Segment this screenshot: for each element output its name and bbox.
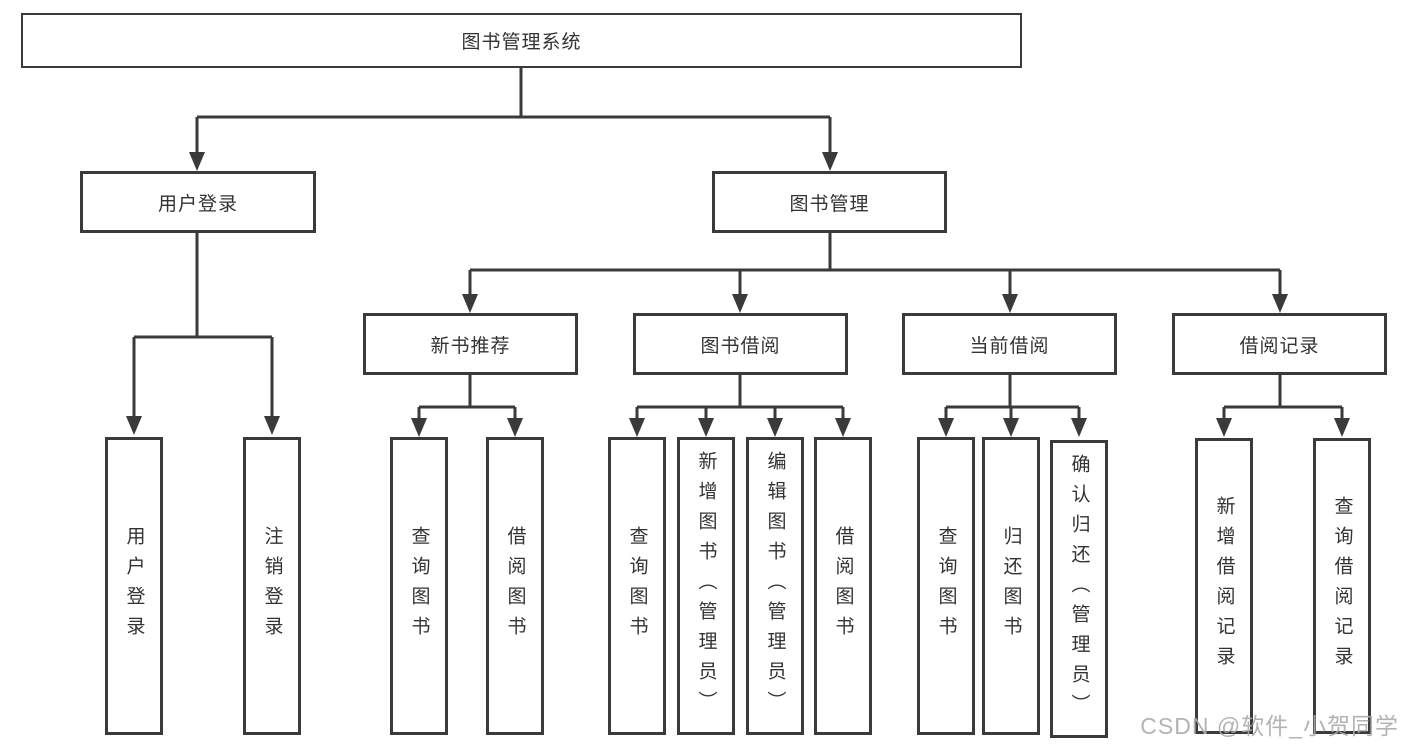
node-label: 新增借阅记录 — [1213, 496, 1235, 676]
arrow-down-icon — [1003, 418, 1019, 437]
node-label: 用户登录 — [123, 526, 145, 646]
node-label: 查询借阅记录 — [1331, 496, 1353, 676]
arrow-down-icon — [1216, 418, 1232, 437]
node-user-login: 用户登录 — [80, 171, 316, 233]
connector-current-borrow-branch — [944, 375, 1081, 419]
node-label: 图书管理 — [789, 193, 870, 215]
arrow-down-icon — [507, 418, 523, 437]
node-label: 借阅图书 — [832, 526, 854, 646]
leaf-borrow-books-recommend: 借阅图书 — [486, 437, 544, 735]
node-book-management: 图书管理 — [712, 171, 947, 233]
leaf-query-books-current: 查询图书 — [917, 437, 975, 735]
csdn-watermark: CSDN @软件_小贺同学 — [1140, 713, 1399, 739]
arrow-down-icon — [732, 294, 748, 313]
node-label: 借阅图书 — [504, 526, 526, 646]
leaf-query-books-borrow: 查询图书 — [608, 437, 666, 735]
connector-user-login-branch — [132, 233, 274, 417]
arrow-down-icon — [822, 152, 838, 171]
arrow-down-icon — [1272, 294, 1288, 313]
node-label: 查询图书 — [408, 526, 430, 646]
arrow-down-icon — [767, 418, 783, 437]
arrow-down-icon — [1071, 418, 1087, 437]
connector-book-borrow-branch — [635, 375, 845, 419]
arrow-down-icon — [462, 294, 478, 313]
node-borrow-records: 借阅记录 — [1172, 313, 1387, 375]
leaf-user-login: 用户登录 — [105, 437, 163, 735]
arrow-down-icon — [1334, 418, 1350, 437]
node-new-book-recommend: 新书推荐 — [363, 313, 578, 375]
connector-new-book-branch — [417, 375, 517, 419]
node-label: 注销登录 — [261, 526, 283, 646]
leaf-add-book-admin: 新增图书（管理员） — [677, 437, 735, 735]
node-label: 编辑图书（管理员） — [764, 451, 786, 721]
node-label: 归还图书 — [1000, 526, 1022, 646]
leaf-add-borrow-record: 新增借阅记录 — [1195, 438, 1253, 734]
node-label: 图书借阅 — [700, 335, 781, 357]
node-label: 图书管理系统 — [461, 32, 582, 53]
node-label: 查询图书 — [626, 526, 648, 646]
arrow-down-icon — [126, 416, 142, 435]
arrow-down-icon — [264, 416, 280, 435]
node-book-borrow: 图书借阅 — [633, 313, 848, 375]
leaf-query-books-recommend: 查询图书 — [390, 437, 448, 735]
connector-borrow-records-branch — [1222, 375, 1344, 419]
node-label: 新增图书（管理员） — [695, 451, 717, 721]
leaf-edit-book-admin: 编辑图书（管理员） — [746, 437, 804, 735]
leaf-query-borrow-record: 查询借阅记录 — [1313, 438, 1371, 734]
node-library-management-system: 图书管理系统 — [21, 13, 1022, 68]
arrow-down-icon — [938, 418, 954, 437]
node-label: 查询图书 — [935, 526, 957, 646]
arrow-down-icon — [189, 152, 205, 171]
node-current-borrow: 当前借阅 — [902, 313, 1117, 375]
arrow-down-icon — [629, 418, 645, 437]
node-label: 当前借阅 — [969, 335, 1050, 357]
arrow-down-icon — [1002, 294, 1018, 313]
node-label: 新书推荐 — [430, 335, 511, 357]
leaf-confirm-return-admin: 确认归还（管理员） — [1050, 440, 1108, 738]
leaf-logout: 注销登录 — [243, 437, 301, 735]
node-label: 用户登录 — [157, 193, 238, 215]
arrow-down-icon — [698, 418, 714, 437]
node-label: 确认归还（管理员） — [1068, 454, 1090, 724]
leaf-return-books: 归还图书 — [982, 437, 1040, 735]
node-label: 借阅记录 — [1239, 335, 1320, 357]
leaf-borrow-books: 借阅图书 — [814, 437, 872, 735]
arrow-down-icon — [835, 418, 851, 437]
connector-book-management-branch — [468, 233, 1282, 295]
connector-root-to-level2 — [195, 68, 832, 153]
arrow-down-icon — [411, 418, 427, 437]
